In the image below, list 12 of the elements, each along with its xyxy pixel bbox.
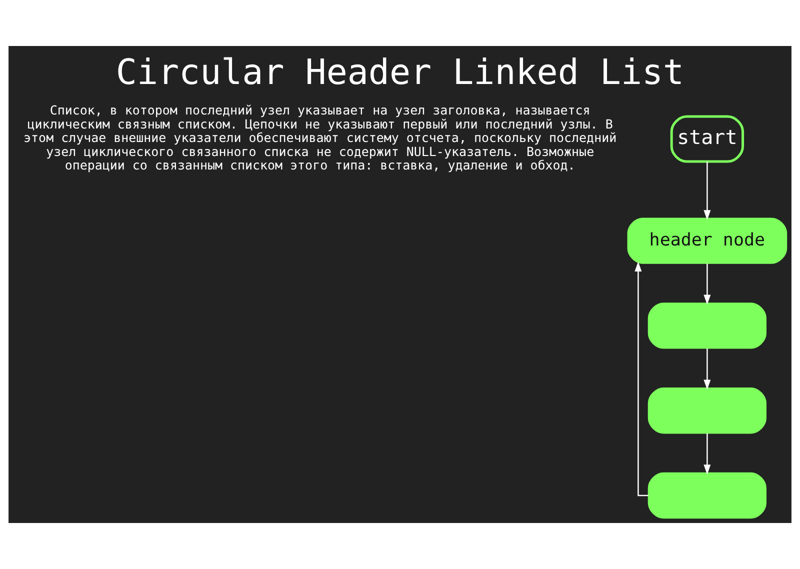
arrow [704, 162, 711, 220]
node-box: header node [627, 218, 788, 264]
node-box [648, 472, 766, 519]
diagram-title: Circular Header Linked List [116, 52, 684, 93]
arrow [704, 348, 711, 390]
node-box [648, 302, 766, 349]
label: Список, в котором последний узел указывает на узел заголовка, называется циклическим связным списком. Цепочки не указывают первый или последний узлы. В этом случае внешние указатели обеспечивают систему отсчета, поскольку последний узел циклического связанного списка не содержит NULL-указатель. Возможные операции со связанным списком этого типа: вставка, удаление и обход. [24, 102, 617, 173]
node-box: start [670, 115, 744, 163]
node-box [648, 388, 766, 434]
arrow [704, 264, 711, 305]
arrow [634, 262, 648, 496]
arrow [704, 433, 711, 475]
